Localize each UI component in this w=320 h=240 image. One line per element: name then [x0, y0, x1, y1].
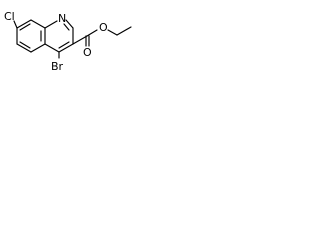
bond-c8-c7: [16, 19, 32, 29]
bond-carbonyl-c-ester-o: [86, 29, 98, 37]
atom-label-carbonyl-o: O: [83, 46, 92, 59]
double-bond-c3-c4-inner: [58, 41, 70, 49]
bond-c8-cl: [13, 20, 18, 29]
bond-c5-c4a: [30, 43, 46, 53]
chemical-structure-diagram: Cl N Br O O: [0, 0, 142, 77]
bond-c6-c5: [16, 43, 32, 53]
double-bond-c6-c5-inner: [19, 41, 31, 49]
double-bond-c8-c7-inner: [19, 23, 31, 31]
atom-label-n: N: [58, 12, 66, 25]
bond-ch2-ch3: [116, 26, 132, 36]
bond-c3-c4: [58, 43, 74, 53]
quinoline-ring-bonds: [16, 19, 74, 53]
bond-c8a-n1: [44, 20, 58, 29]
molecule-drawing: Cl N Br O O: [4, 10, 132, 73]
bond-ester-o-ch2: [107, 29, 118, 36]
atom-label-br: Br: [51, 60, 64, 73]
substituent-bonds: [13, 20, 132, 59]
atom-label-ester-o: O: [99, 21, 108, 34]
bond-c4-c4a: [44, 43, 60, 53]
bond-c8a-c8: [30, 19, 46, 29]
bond-c3-carbonyl-c: [72, 35, 88, 45]
atom-labels: Cl N Br O O: [4, 10, 108, 73]
double-bond-n1-c2-inner: [63, 23, 70, 31]
bond-n1-c2: [65, 19, 74, 29]
atom-label-cl: Cl: [4, 10, 15, 23]
